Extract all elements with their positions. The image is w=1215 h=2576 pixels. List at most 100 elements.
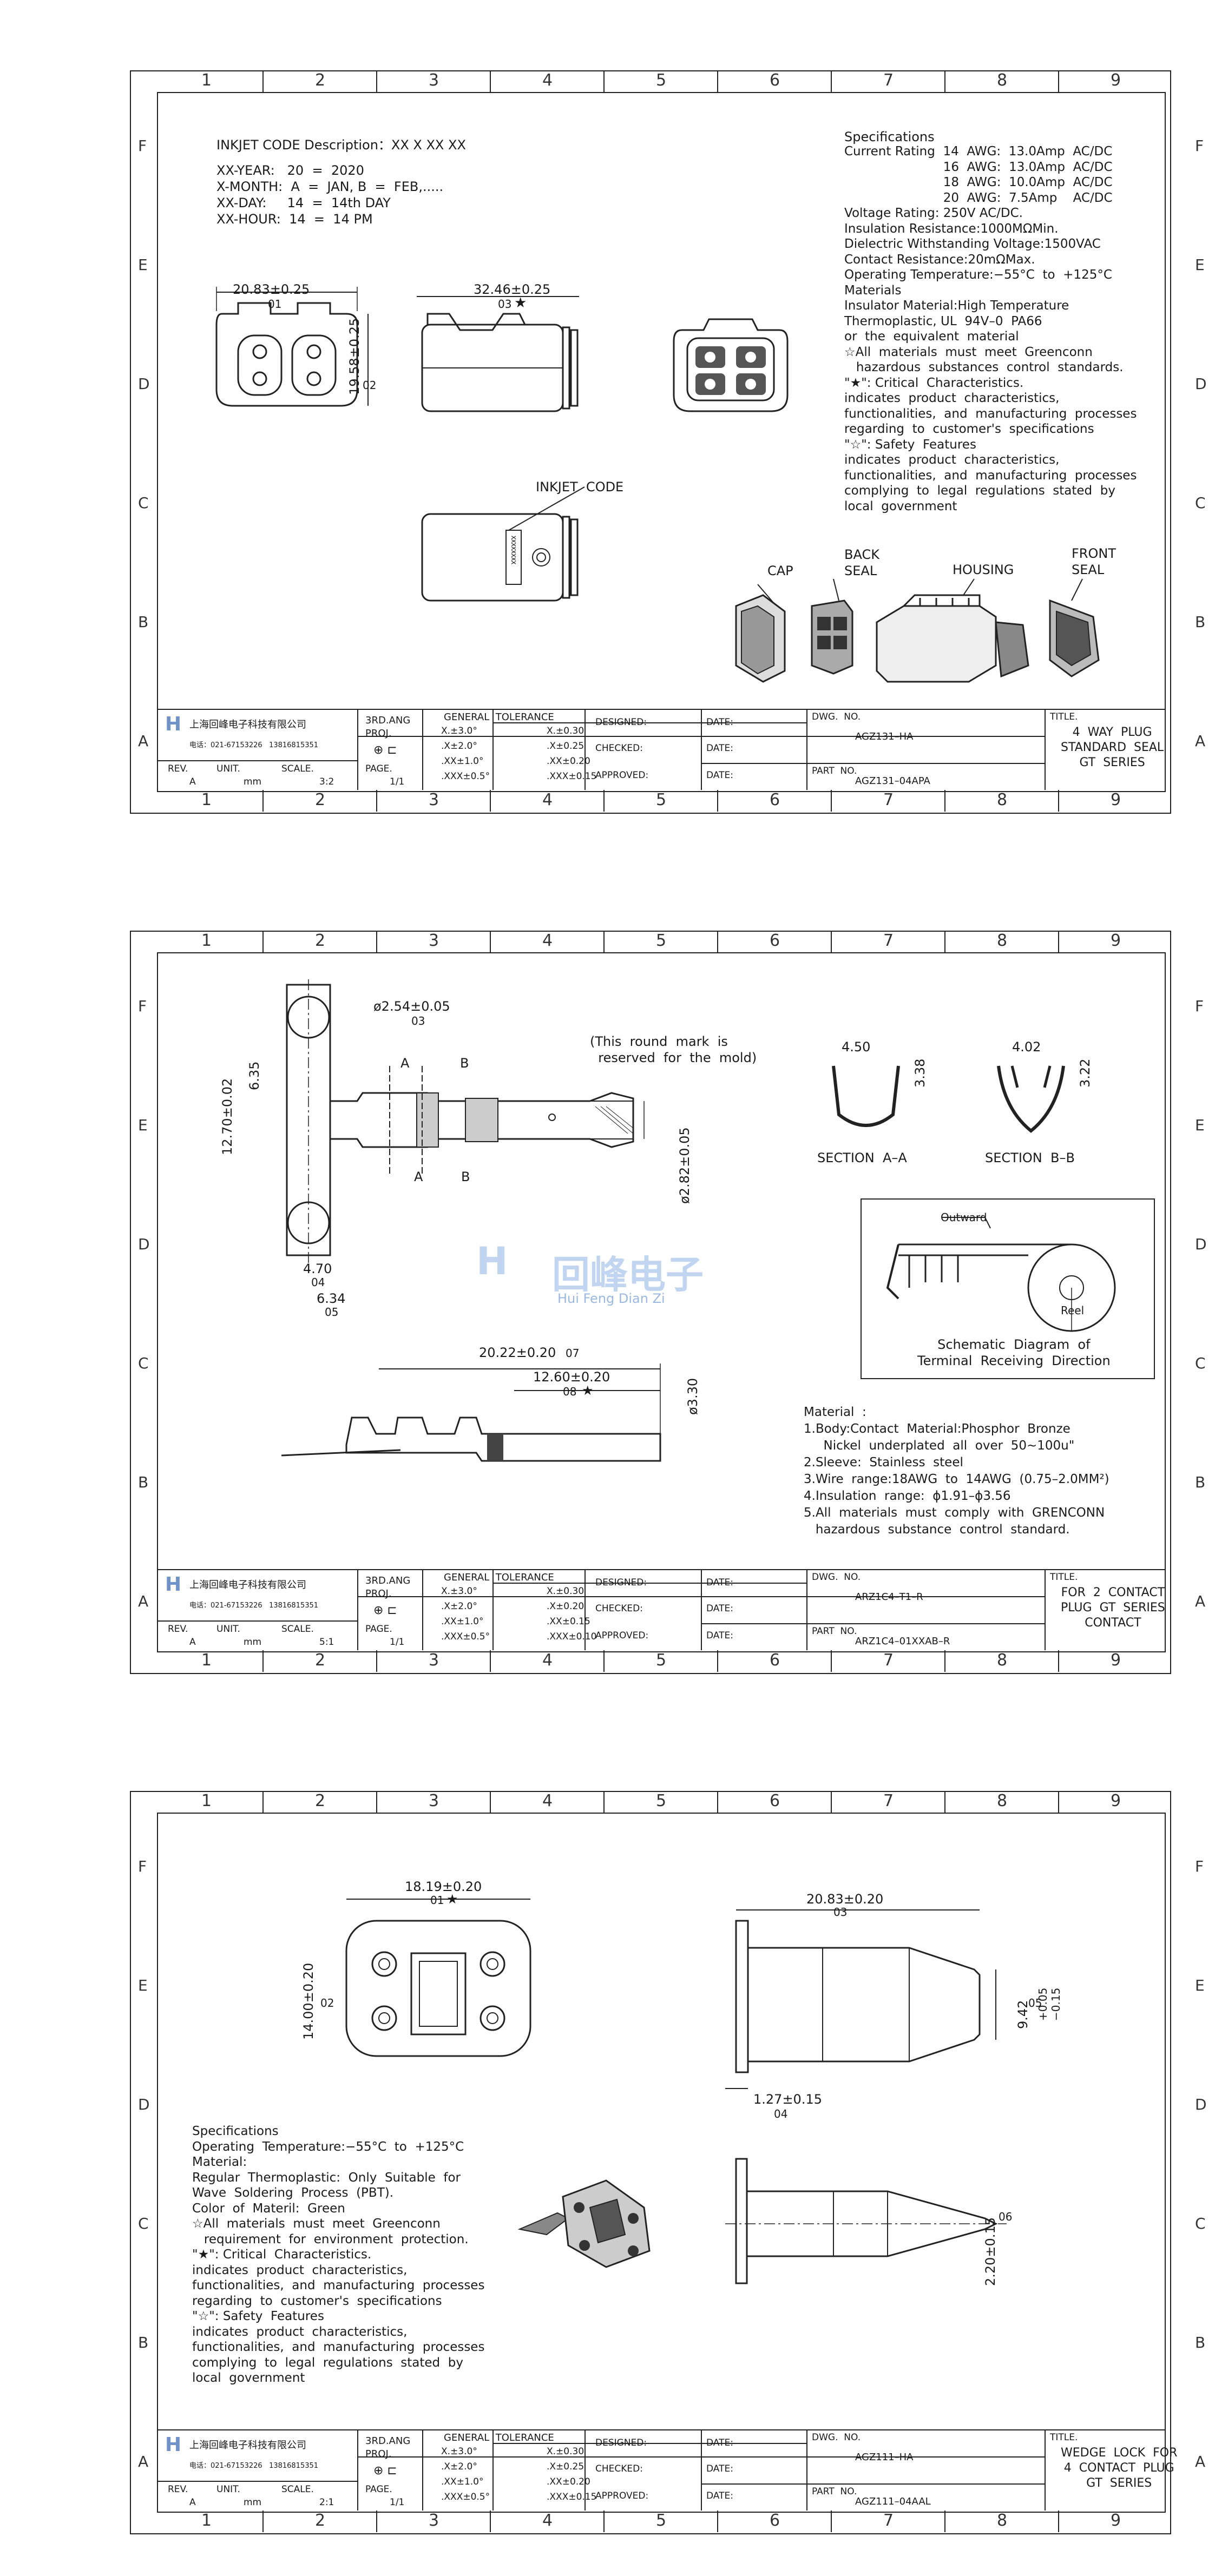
zone-tick — [490, 2511, 491, 2532]
zone-row-label: C — [1195, 1354, 1206, 1372]
zone-row-label: C — [138, 2215, 149, 2232]
critical-star-icon: ★ — [446, 1892, 458, 1907]
tolerance-title: GENERAL TOLERANCE — [444, 711, 554, 723]
zone-row-label: E — [1195, 1977, 1205, 1994]
zone-tick — [1058, 931, 1059, 952]
spec-line: functionalities, and manufacturing proce… — [844, 468, 1137, 483]
date-label: DATE: — [706, 743, 733, 754]
dim-len: 20.83±0.20 — [806, 1892, 884, 1907]
zone-column-label: 9 — [1111, 790, 1121, 809]
spec-line: regarding to customer's specifications — [844, 422, 1094, 436]
section-a-height: 3.38 — [912, 1058, 928, 1088]
plug-side-view — [417, 296, 579, 412]
tolerance-linear: X.±0.30 — [547, 726, 584, 736]
spec-line: "☆": Safety Features — [844, 437, 976, 452]
zone-tick — [376, 1650, 377, 1672]
zone-tick — [603, 2511, 605, 2532]
dim-height-tag: 02 — [363, 379, 377, 392]
spec-line: indicates product characteristics, — [844, 453, 1060, 467]
projection-symbol-icon: ⊕ ⊏ — [373, 743, 397, 757]
spec-line: local government — [192, 2371, 305, 2385]
checked-label: CHECKED: — [595, 743, 643, 754]
dwg-no-label: DWG. NO. — [812, 2432, 861, 2443]
title-block-divider — [422, 1569, 423, 1650]
dim-h: 14.00±0.20 — [301, 1962, 316, 2040]
zone-tick — [831, 931, 832, 952]
plug-inkjet-view: XXXXXXXX — [421, 486, 585, 602]
zone-column-label: 9 — [1111, 1791, 1121, 1810]
zone-tick — [944, 931, 945, 952]
spec-line: Regular Thermoplastic: Only Suitable for — [192, 2170, 461, 2185]
tolerance-angle: .X±2.0° — [441, 1601, 477, 1612]
zone-tick — [376, 2511, 377, 2532]
tolerance-linear: .X±0.25 — [547, 2461, 584, 2472]
zone-column-label: 6 — [770, 790, 780, 809]
page-value: 1/1 — [390, 1637, 405, 1648]
zone-row-label: A — [1195, 732, 1206, 750]
unit-value: mm — [244, 776, 262, 787]
zone-column-label: 2 — [315, 2511, 326, 2530]
zone-tick — [262, 790, 264, 812]
plug-front-view — [215, 287, 369, 407]
zone-column-label: 3 — [429, 71, 439, 90]
section-b-height: 3.22 — [1078, 1058, 1093, 1088]
zone-row-label: B — [1195, 2334, 1206, 2351]
dwg-no-label: DWG. NO. — [812, 1572, 861, 1583]
tolerance-angle: .X±2.0° — [441, 2461, 477, 2472]
spec-line: indicates product characteristics, — [192, 2263, 408, 2277]
page-label: PAGE. — [365, 1624, 392, 1635]
spec-line: 16 AWG: 13.0Amp AC/DC — [844, 160, 1113, 174]
company-name: 上海回峰电子科技有限公司 — [189, 2440, 306, 2451]
title-block-divider — [701, 1569, 702, 1650]
tolerance-linear: .XX±0.20 — [547, 756, 590, 767]
zone-row-label: A — [138, 732, 149, 750]
zone-column-label: 1 — [201, 1651, 212, 1670]
zone-row-label: D — [1195, 375, 1207, 393]
spec-line: Color of Materil: Green — [192, 2201, 345, 2216]
projection-label: 3RD.ANG PROJ. — [365, 2435, 411, 2460]
dwg-no-label: DWG. NO. — [812, 711, 861, 722]
zone-tick — [717, 790, 718, 812]
spec-line: "★": Critical Characteristics. — [192, 2248, 372, 2262]
tolerance-angle: X.±3.0° — [441, 726, 477, 736]
zone-column-label: 2 — [315, 1791, 326, 1810]
dim-total: 12.70±0.02 — [220, 1078, 235, 1155]
rev-value: A — [189, 2497, 196, 2508]
rev-value: A — [189, 776, 196, 787]
title-block-divider — [157, 2481, 357, 2482]
section-b-label-bottom: B — [461, 1169, 470, 1184]
zone-tick — [831, 1791, 832, 1813]
company-contact: 电话：021-67153226 13816815351 — [189, 1602, 319, 1610]
tolerance-linear: .X±0.25 — [547, 741, 584, 752]
zone-tick — [944, 1791, 945, 1813]
tolerance-linear: X.±0.30 — [547, 2446, 584, 2457]
zone-column-label: 2 — [315, 931, 326, 950]
title-block-divider — [492, 2443, 806, 2444]
projection-symbol-icon: ⊕ ⊏ — [373, 2464, 397, 2478]
inkjet-title: INKJET CODE Description：XX X XX XX — [216, 137, 466, 153]
spec-line: Materials — [844, 283, 902, 298]
zone-tick — [490, 1650, 491, 1672]
dim-pitch: 6.35 — [247, 1061, 262, 1090]
zone-column-label: 9 — [1111, 1651, 1121, 1670]
reel-caption: Schematic Diagram of Terminal Receiving … — [917, 1337, 1111, 1368]
reel-schematic-box — [861, 1198, 1155, 1379]
dim-tip: 2.20±0.15 — [983, 2217, 998, 2286]
dim-h-tag: 02 — [320, 1997, 334, 2010]
spec-title: Specifications — [844, 129, 935, 144]
spec-line: Nickel underplated all over 50~100u" — [804, 1439, 1075, 1453]
section-a-view — [832, 1065, 900, 1127]
zone-column-label: 8 — [997, 2511, 1008, 2530]
zone-row-label: C — [138, 494, 149, 512]
zone-tick — [717, 70, 718, 92]
dim-w2: 6.34 — [317, 1291, 346, 1306]
zone-tick — [376, 931, 377, 952]
tolerance-angle: .XXX±0.5° — [441, 2492, 490, 2502]
zone-row-label: A — [138, 2453, 149, 2470]
title-label: TITLE. — [1050, 1572, 1078, 1583]
zone-column-label: 3 — [429, 1651, 439, 1670]
zone-tick — [490, 1791, 491, 1813]
zone-column-label: 9 — [1111, 2511, 1121, 2530]
zone-tick — [262, 1650, 264, 1672]
inkjet-code-label: INKJET CODE — [536, 479, 624, 495]
